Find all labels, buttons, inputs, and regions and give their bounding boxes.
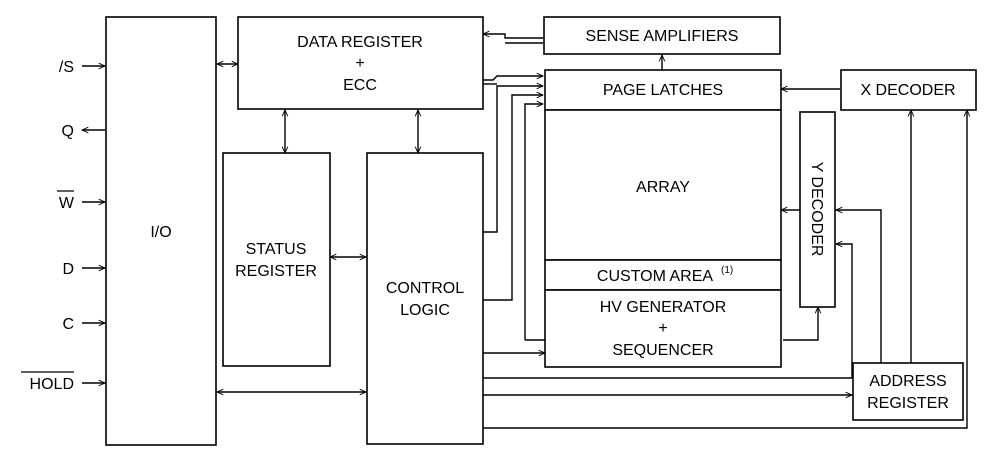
hv-generator-label-line2: + [658,320,667,337]
data-register-block: DATA REGISTER + ECC [237,16,484,110]
address-register-label-line1: ADDRESS [869,373,946,390]
control-logic-label-line2: LOGIC [400,302,450,319]
custom-area-block: CUSTOM AREA (1) [544,259,782,291]
signal-hold-label: HOLD [30,376,74,393]
page-latches-block: PAGE LATCHES [544,69,782,111]
x-decoder-block: X DECODER [840,69,977,111]
signal-c-label: C [62,316,74,333]
sense-amplifiers-label: SENSE AMPLIFIERS [586,28,739,45]
array-label: ARRAY [636,179,690,196]
control-logic-block: CONTROL LOGIC [366,152,484,445]
page-latches-label: PAGE LATCHES [603,82,723,99]
hv-generator-block: HV GENERATOR + SEQUENCER [544,289,782,368]
signal-labels: /S Q W D C HOLD [21,59,75,393]
signal-w-label: W [59,195,75,212]
address-register-block: ADDRESS REGISTER [852,362,964,421]
status-register-label-line1: STATUS [246,241,307,258]
data-register-label-line2: + [355,55,364,72]
y-decoder-block: Y DECODER [799,111,836,308]
signal-s-label: /S [59,59,74,76]
status-register-block: STATUS REGISTER [222,152,331,367]
io-block: I/O [105,16,217,446]
io-label: I/O [150,224,171,241]
hv-generator-label-line1: HV GENERATOR [600,299,727,316]
data-register-label-line1: DATA REGISTER [297,34,423,51]
sense-amplifiers-block: SENSE AMPLIFIERS [543,16,781,55]
signal-q-label: Q [62,123,74,140]
signal-d-label: D [62,261,74,278]
array-block: ARRAY [544,109,782,261]
address-register-label-line2: REGISTER [867,395,949,412]
data-register-label-line3: ECC [343,77,377,94]
control-logic-label-line1: CONTROL [386,280,464,297]
custom-area-label: CUSTOM AREA [597,268,714,285]
hv-generator-label-line3: SEQUENCER [612,342,713,359]
y-decoder-label: Y DECODER [808,162,825,257]
status-register-label-line2: REGISTER [235,263,317,280]
wires [82,34,967,429]
custom-area-footnote: (1) [721,265,733,276]
x-decoder-label: X DECODER [860,82,955,99]
